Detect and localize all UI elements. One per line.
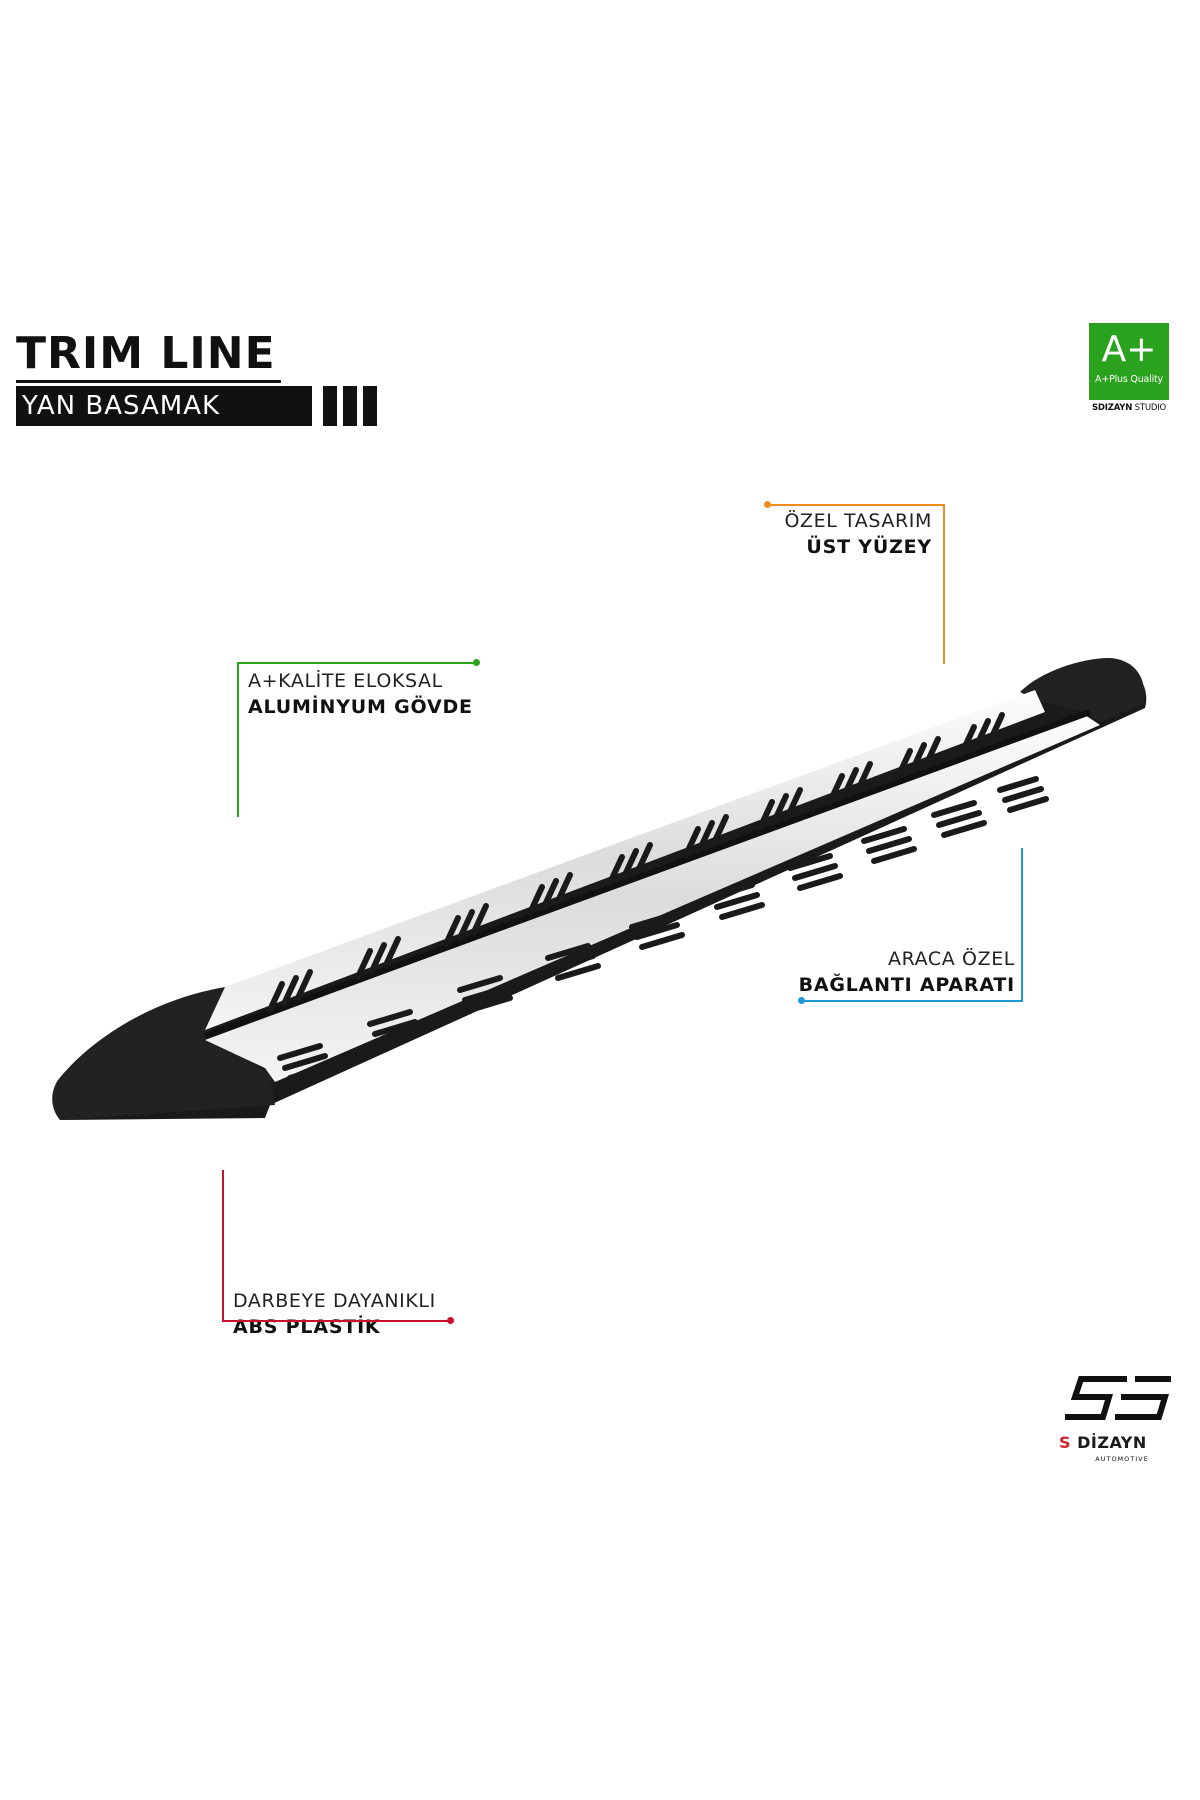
decor-stripe-2 xyxy=(343,386,357,426)
callout-mount-vline xyxy=(1021,848,1023,1002)
callout-mount: ARACA ÖZEL BAĞLANTI APARATI xyxy=(799,946,1015,998)
brand-logo: S DİZAYN AUTOMOTIVE xyxy=(1059,1373,1185,1463)
callout-caps-vline xyxy=(222,1170,224,1322)
badge-studio: STUDIO xyxy=(1134,403,1167,413)
brand-logo-name: DİZAYN xyxy=(1077,1433,1147,1452)
callout-top-surface-dot xyxy=(764,501,771,508)
callout-top-surface-line1: ÖZEL TASARIM xyxy=(784,510,932,532)
callout-mount-line2: BAĞLANTI APARATI xyxy=(798,974,1015,996)
title-underline xyxy=(16,380,281,383)
callout-body-line2: ALUMİNYUM GÖVDE xyxy=(248,696,473,718)
callout-caps-hline xyxy=(222,1320,450,1322)
center-groove xyxy=(203,709,1092,1039)
lower-tread xyxy=(205,715,1100,1082)
quality-badge-box: A+ A+Plus Quality xyxy=(1089,323,1169,400)
callout-top-surface-vline xyxy=(943,504,945,664)
callout-caps: DARBEYE DAYANIKLI ABS PLASTİK xyxy=(233,1288,436,1340)
callout-caps-dot xyxy=(447,1317,454,1324)
decor-stripe-3 xyxy=(363,386,377,426)
quality-label: A+Plus Quality xyxy=(1095,374,1163,385)
right-end-cap xyxy=(1020,658,1145,722)
upper-tread-pattern xyxy=(267,712,1005,1013)
brand-logo-mark xyxy=(1065,1376,1171,1420)
quality-badge: A+ A+Plus Quality SDIZAYN STUDIO xyxy=(1089,323,1169,413)
callout-body-dot xyxy=(473,659,480,666)
product-title: TRIM LINE xyxy=(16,328,276,379)
callout-top-surface: ÖZEL TASARIM ÜST YÜZEY xyxy=(784,508,932,560)
callout-mount-line1: ARACA ÖZEL xyxy=(888,948,1015,970)
badge-brand: SDIZAYN xyxy=(1091,403,1133,413)
callout-body-hline xyxy=(237,662,477,664)
callout-mount-hline xyxy=(802,1000,1023,1002)
product-subtitle: YAN BASAMAK xyxy=(16,386,312,426)
callout-top-surface-hline xyxy=(767,504,945,506)
brand-logo-s: S xyxy=(1059,1433,1072,1452)
callout-top-surface-line2: ÜST YÜZEY xyxy=(806,536,932,558)
callout-caps-line1: DARBEYE DAYANIKLI xyxy=(233,1290,436,1312)
callout-body-vline xyxy=(237,662,239,817)
badge-studio-label: SDIZAYN STUDIO xyxy=(1089,403,1169,413)
lower-tread-pattern xyxy=(277,776,1049,1081)
decor-stripe-1 xyxy=(323,386,337,426)
callout-mount-dot xyxy=(798,997,805,1004)
callout-body-line1: A+KALİTE ELOKSAL xyxy=(248,670,443,692)
brand-logo-sub: AUTOMOTIVE xyxy=(1095,1455,1149,1463)
callout-caps-line2: ABS PLASTİK xyxy=(233,1316,381,1338)
upper-tread xyxy=(205,690,1045,1030)
left-end-cap xyxy=(52,987,275,1120)
quality-grade: A+ xyxy=(1101,329,1157,370)
brand-logo-text: S DİZAYN xyxy=(1059,1433,1185,1452)
callout-body: A+KALİTE ELOKSAL ALUMİNYUM GÖVDE xyxy=(248,668,473,720)
